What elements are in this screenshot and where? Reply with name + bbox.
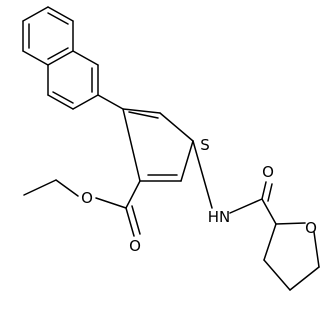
bond xyxy=(261,198,277,225)
ester-carbonyl-oxygen-label: O xyxy=(129,237,141,255)
bond xyxy=(122,108,141,182)
bond xyxy=(47,50,74,66)
bond xyxy=(229,198,263,214)
amide-group xyxy=(192,140,277,225)
bond-double-inner xyxy=(131,205,141,235)
sulfur-atom-label: S xyxy=(200,136,210,154)
bond xyxy=(55,179,79,197)
bond xyxy=(159,112,194,142)
bond xyxy=(125,180,141,209)
bond xyxy=(22,50,49,66)
bond xyxy=(192,140,213,209)
thiophene-ring xyxy=(122,108,194,182)
bond xyxy=(22,6,49,22)
bond xyxy=(261,181,267,200)
bond xyxy=(313,231,320,268)
bond xyxy=(23,179,57,196)
ester-group xyxy=(23,179,141,237)
ring-oxygen-label: O xyxy=(305,219,317,237)
bond xyxy=(180,140,194,182)
bond-double-inner xyxy=(128,111,159,119)
bond-naphthyl-thiophene xyxy=(97,94,124,110)
bond xyxy=(275,222,306,225)
bond xyxy=(47,6,74,22)
bond-double-inner xyxy=(47,47,69,60)
tetrahydrofuran-ring xyxy=(263,222,320,291)
ester-oxygen-label: O xyxy=(81,189,93,207)
bond-double-inner xyxy=(52,91,74,104)
bond xyxy=(72,50,99,66)
amide-nh-label: HN xyxy=(208,208,231,226)
bond xyxy=(263,223,277,261)
bond xyxy=(125,207,135,237)
amide-carbonyl-oxygen-label: O xyxy=(262,163,274,181)
bond xyxy=(95,197,127,209)
bond xyxy=(122,108,161,114)
naphthalene-group xyxy=(22,6,99,110)
bond xyxy=(72,94,99,110)
bond xyxy=(289,266,320,291)
bond-double-inner xyxy=(267,183,273,202)
bond xyxy=(47,94,74,110)
bond-double-inner xyxy=(47,12,69,25)
bond xyxy=(263,259,291,291)
